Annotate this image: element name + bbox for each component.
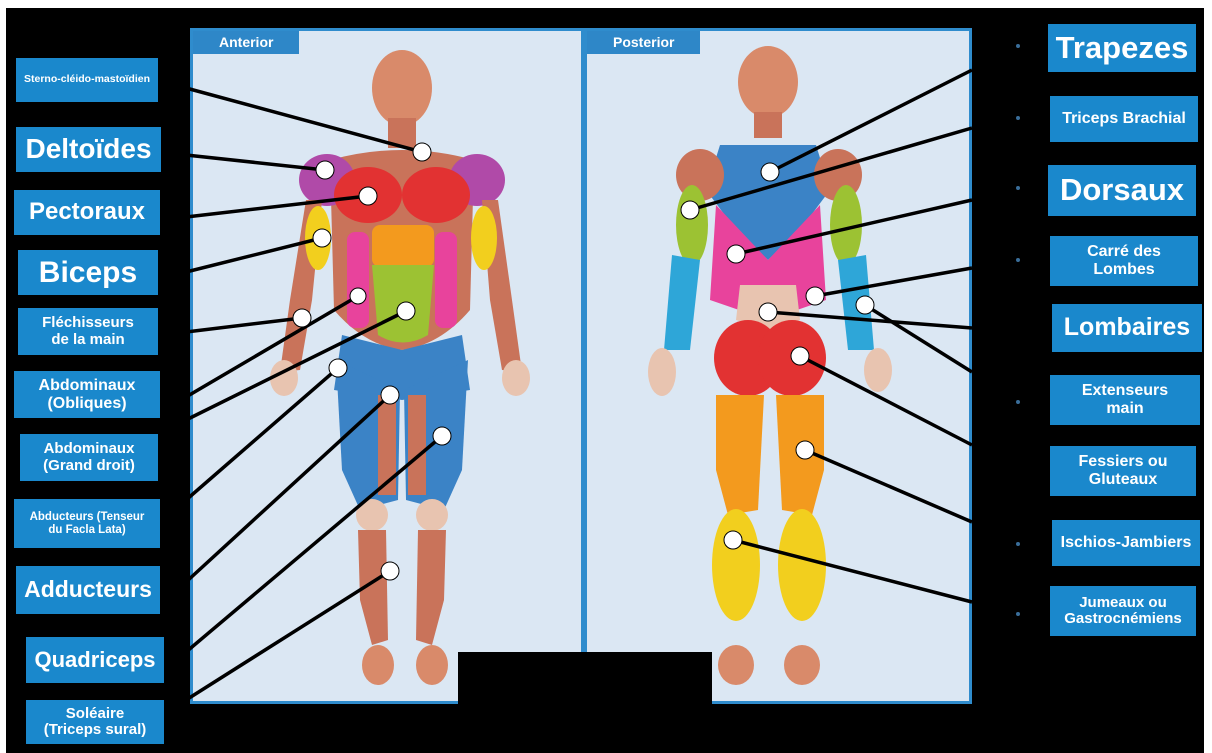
label-abducteurs: Abducteurs (Tenseur du Facla Lata) <box>14 499 160 548</box>
label-triceps-brachial: Triceps Brachial <box>1050 96 1198 142</box>
label-adducteurs: Adducteurs <box>16 566 160 614</box>
bullet-dot <box>1016 258 1020 262</box>
bullet-dot <box>1016 400 1020 404</box>
label-trapezes: Trapezes <box>1048 24 1196 72</box>
bullet-dot <box>1016 542 1020 546</box>
bullet-dot <box>1016 186 1020 190</box>
label-quadriceps: Quadriceps <box>26 637 164 683</box>
label-deltoides: Deltoïdes <box>16 127 161 172</box>
bullet-dot <box>1016 612 1020 616</box>
cover-block <box>458 652 712 753</box>
label-lombaires: Lombaires <box>1052 304 1202 352</box>
label-carre-lombes: Carré des Lombes <box>1050 236 1198 286</box>
posterior-figure <box>648 46 892 685</box>
bullet-dot <box>1016 44 1020 48</box>
label-biceps: Biceps <box>18 250 158 295</box>
label-soleaire: Soléaire (Triceps sural) <box>26 700 164 744</box>
label-abdo-obliques: Abdominaux (Obliques) <box>14 371 160 418</box>
label-fessiers: Fessiers ou Gluteaux <box>1050 446 1196 496</box>
label-ischios: Ischios-Jambiers <box>1052 520 1200 566</box>
label-pectoraux: Pectoraux <box>14 190 160 235</box>
label-dorsaux: Dorsaux <box>1048 165 1196 216</box>
label-extenseurs: Extenseurs main <box>1050 375 1200 425</box>
label-flechisseurs: Fléchisseurs de la main <box>18 308 158 355</box>
bullet-dot <box>1016 116 1020 120</box>
label-sterno: Sterno-cléido-mastoïdien <box>16 58 158 102</box>
label-jumeaux: Jumeaux ou Gastrocnémiens <box>1050 586 1196 636</box>
label-abdo-grand-droit: Abdominaux (Grand droit) <box>20 434 158 481</box>
